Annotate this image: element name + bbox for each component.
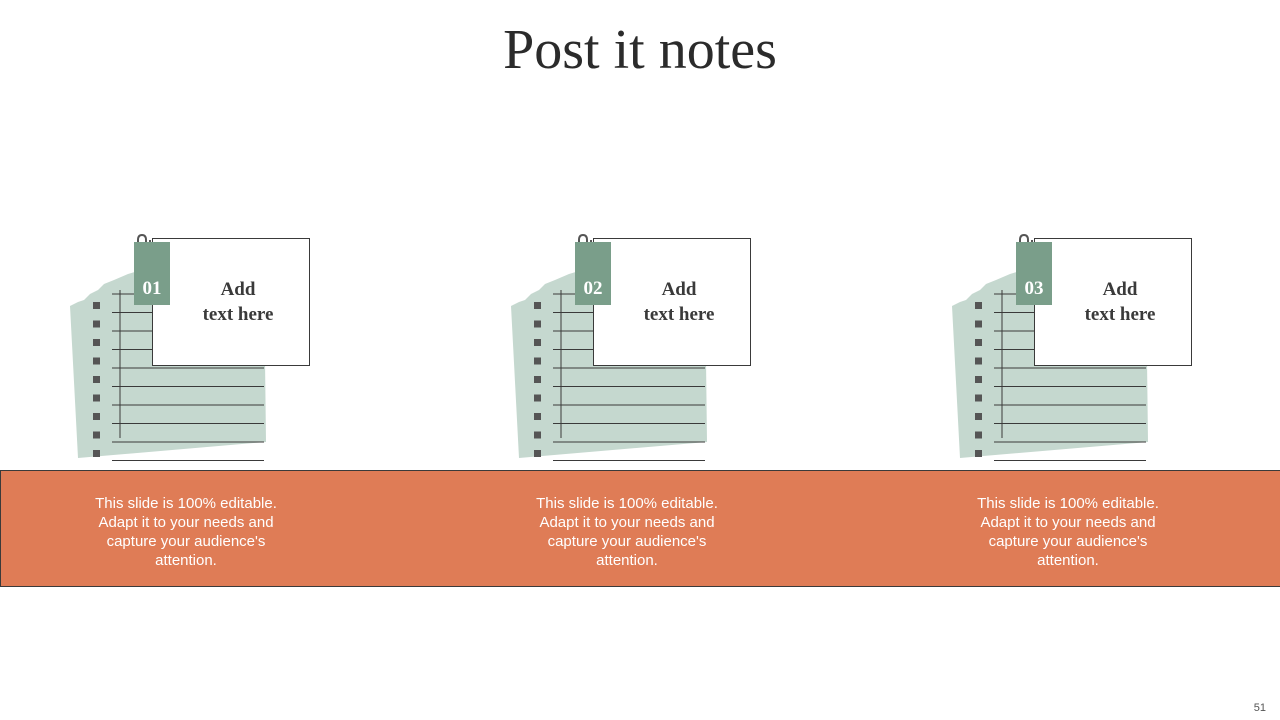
slide-title: Post it notes bbox=[503, 19, 777, 81]
binder-hole bbox=[93, 431, 100, 439]
binder-hole bbox=[975, 302, 982, 309]
binder-hole bbox=[534, 450, 541, 457]
binder-hole bbox=[534, 302, 541, 309]
binder-hole bbox=[975, 394, 982, 402]
description-band: This slide is 100% editable. Adapt it to… bbox=[0, 470, 1280, 587]
post-it-note-2: Add text here 02 bbox=[509, 234, 769, 466]
binder-hole bbox=[93, 450, 100, 457]
note-number-badge: 02 bbox=[575, 242, 611, 305]
binder-hole bbox=[975, 357, 982, 365]
note-heading-line1: Add bbox=[661, 279, 697, 300]
binder-hole bbox=[534, 376, 541, 383]
binder-hole bbox=[93, 302, 100, 309]
binder-hole bbox=[93, 376, 100, 383]
binder-hole bbox=[93, 413, 100, 420]
binder-hole bbox=[534, 413, 541, 420]
binder-hole bbox=[534, 357, 541, 365]
note-heading-line2: text here bbox=[202, 304, 274, 325]
note-number-badge: 01 bbox=[134, 242, 170, 305]
post-it-note-1: Add text here 01 bbox=[68, 234, 328, 466]
binder-hole bbox=[93, 320, 100, 328]
binder-hole bbox=[534, 394, 541, 402]
note-description-2: This slide is 100% editable. Adapt it to… bbox=[536, 495, 718, 569]
binder-hole bbox=[975, 376, 982, 383]
binder-hole bbox=[93, 357, 100, 365]
binder-hole bbox=[975, 450, 982, 457]
note-card[interactable]: Add text here bbox=[1034, 238, 1192, 366]
post-it-note-3: Add text here 03 bbox=[950, 234, 1210, 466]
note-heading-line2: text here bbox=[643, 304, 715, 325]
binder-hole bbox=[534, 320, 541, 328]
note-heading-line1: Add bbox=[1102, 279, 1138, 300]
binder-hole bbox=[975, 320, 982, 328]
binder-hole bbox=[93, 394, 100, 402]
binder-hole bbox=[534, 431, 541, 439]
binder-hole bbox=[975, 339, 982, 346]
binder-hole bbox=[93, 339, 100, 346]
note-heading-line2: text here bbox=[1084, 304, 1156, 325]
note-card[interactable]: Add text here bbox=[152, 238, 310, 366]
binder-hole bbox=[534, 339, 541, 346]
binder-hole bbox=[975, 413, 982, 420]
page-number: 51 bbox=[1253, 702, 1266, 714]
note-description-3: This slide is 100% editable. Adapt it to… bbox=[977, 495, 1159, 569]
note-number-badge: 03 bbox=[1016, 242, 1052, 305]
note-heading-line1: Add bbox=[220, 279, 256, 300]
binder-hole bbox=[975, 431, 982, 439]
note-card[interactable]: Add text here bbox=[593, 238, 751, 366]
note-description-1: This slide is 100% editable. Adapt it to… bbox=[95, 495, 277, 569]
